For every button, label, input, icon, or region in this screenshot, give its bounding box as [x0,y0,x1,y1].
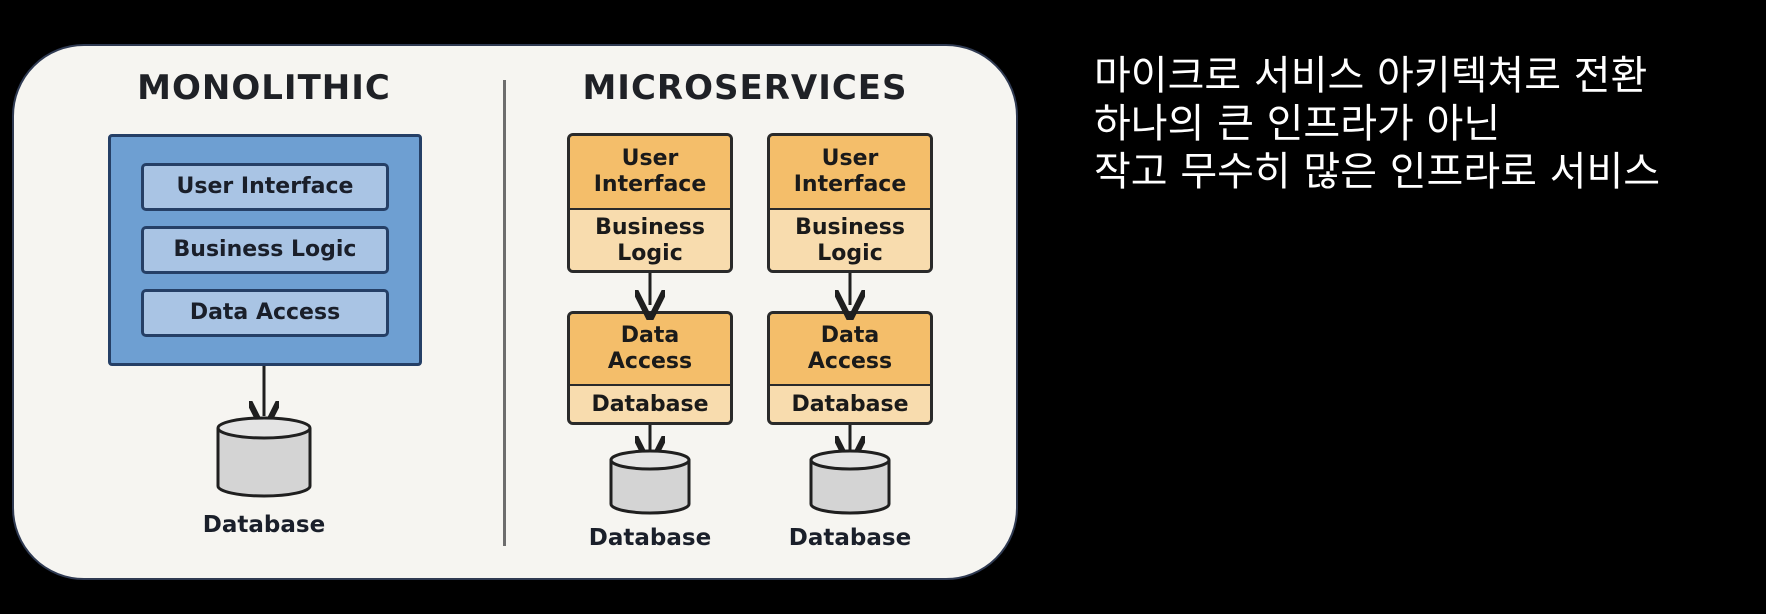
section-divider [503,80,506,546]
service-2-business-logic: Business Logic [770,210,930,270]
monolithic-application-box: User Interface Business Logic Data Acces… [108,134,422,366]
connectors-layer [216,273,891,515]
caption-line-2: 하나의 큰 인프라가 아닌 [1094,101,1501,147]
mono-database-label: Database [202,512,326,538]
service-2-user-interface: User Interface [770,136,930,210]
service-1-database-cylinder-icon [609,449,691,515]
service-1-database-label: Database [588,525,712,551]
monolithic-title: MONOLITHIC [137,68,391,108]
service-1-business-logic: Business Logic [570,210,730,270]
mono-layer-business-logic: Business Logic [141,226,389,274]
service-1-database-layer: Database [570,386,730,422]
mono-layer-user-interface: User Interface [141,163,389,211]
service-2-database-layer: Database [770,386,930,422]
mono-database-cylinder-icon [216,416,312,498]
caption-line-3: 작고 무수히 많은 인프라로 서비스 [1094,149,1661,195]
service-2-app-box: User Interface Business Logic [767,133,933,273]
caption-line-1: 마이크로 서비스 아키텍쳐로 전환 [1094,53,1648,99]
mono-layer-data-access: Data Access [141,289,389,337]
service-2-data-box: Data Access Database [767,311,933,425]
microservices-title: MICROSERVICES [582,68,908,108]
service-2-data-access: Data Access [770,314,930,386]
service-2-database-cylinder-icon [809,449,891,515]
service-1-app-box: User Interface Business Logic [567,133,733,273]
caption-text-block: 마이크로 서비스 아키텍쳐로 전환 하나의 큰 인프라가 아닌 작고 무수히 많… [1094,52,1754,196]
service-1-user-interface: User Interface [570,136,730,210]
service-1-data-box: Data Access Database [567,311,733,425]
service-1-data-access: Data Access [570,314,730,386]
service-2-database-label: Database [788,525,912,551]
architecture-diagram-panel: MONOLITHIC User Interface Business Logic… [12,44,1018,580]
